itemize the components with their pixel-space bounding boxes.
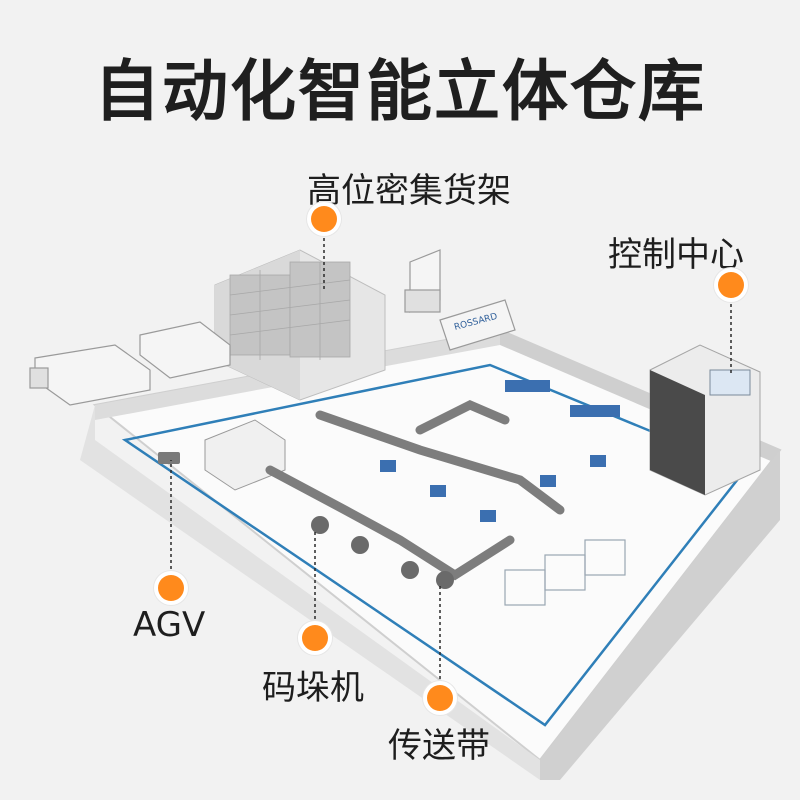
palletizer-label: 码垛机 — [262, 668, 364, 708]
blue-rack-rows — [505, 380, 620, 417]
control-center-label: 控制中心 — [608, 235, 744, 275]
palletizer-marker-icon — [302, 625, 328, 651]
callout-connectors — [170, 232, 732, 685]
conveyor-lines — [265, 400, 565, 581]
agv-vehicle — [158, 452, 180, 464]
conveyor-marker-icon — [427, 685, 453, 711]
front-wall-left — [80, 405, 540, 780]
racks-label: 高位密集货架 — [307, 171, 511, 211]
control-center-room — [649, 344, 761, 496]
shelving-units — [504, 539, 626, 606]
front-wall-right — [540, 450, 780, 780]
agv-label: AGV — [133, 605, 206, 645]
truck-top — [404, 249, 441, 313]
truck-left — [29, 344, 151, 406]
palletizer-robots — [311, 516, 454, 589]
blue-carts — [380, 455, 606, 522]
conveyor-label: 传送带 — [388, 726, 490, 766]
racks-marker-icon — [311, 206, 337, 232]
truck-rossard — [439, 299, 516, 351]
agv-marker-icon — [158, 575, 184, 601]
monitor-screen — [709, 369, 751, 396]
control-center-marker-icon — [718, 272, 744, 298]
page-title: 自动化智能立体仓库 — [94, 53, 706, 130]
high-density-racks — [229, 261, 351, 360]
agv-cell — [158, 419, 286, 491]
truck-middle — [139, 321, 231, 379]
